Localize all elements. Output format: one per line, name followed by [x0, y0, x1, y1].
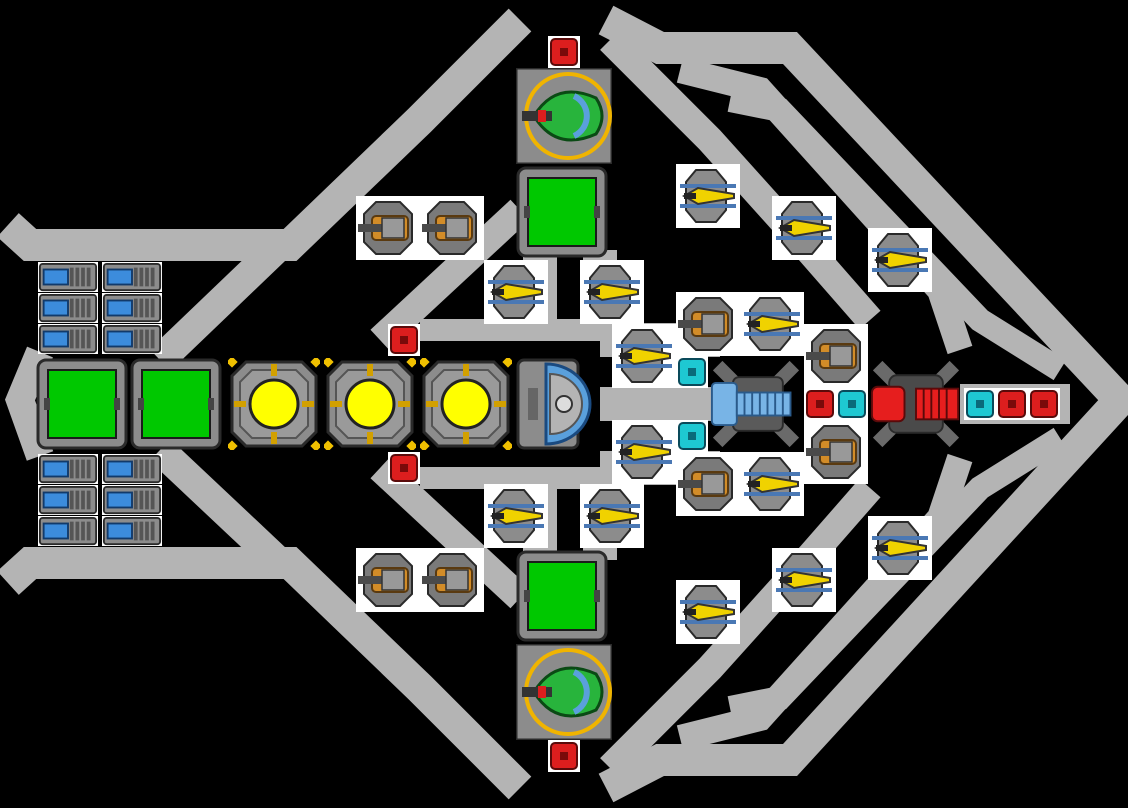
battery-icon[interactable]: [101, 324, 163, 354]
battery-icon[interactable]: [101, 293, 163, 323]
red-node-icon[interactable]: [996, 388, 1028, 420]
gun-turret-icon[interactable]: [676, 292, 740, 356]
battery-icon[interactable]: [37, 293, 99, 323]
gun-turret-icon[interactable]: [420, 548, 484, 612]
battery-icon[interactable]: [101, 454, 163, 484]
thruster-icon[interactable]: [772, 548, 836, 612]
cyan-node-icon[interactable]: [676, 420, 708, 452]
battery-bank-bottom: [37, 454, 163, 546]
thruster-icon[interactable]: [612, 324, 676, 388]
thruster-icon[interactable]: [484, 484, 548, 548]
gun-turret-icon[interactable]: [356, 548, 420, 612]
thruster-icon[interactable]: [740, 292, 804, 356]
battery-icon[interactable]: [37, 485, 99, 515]
red-drill-icon[interactable]: [872, 366, 958, 443]
green-turret-icon[interactable]: [516, 68, 612, 164]
gun-turret-icon[interactable]: [356, 196, 420, 260]
gun-turret-icon[interactable]: [804, 420, 868, 484]
storage-block-icon[interactable]: [130, 358, 222, 450]
reactor-icon[interactable]: [226, 356, 321, 451]
battery-icon[interactable]: [101, 516, 163, 546]
cyan-node-icon[interactable]: [964, 388, 996, 420]
blue-drill-icon[interactable]: [712, 366, 794, 443]
red-node-icon[interactable]: [1028, 388, 1060, 420]
storage-block-icon[interactable]: [516, 550, 608, 642]
thruster-icon[interactable]: [612, 420, 676, 484]
thruster-icon[interactable]: [740, 452, 804, 516]
thruster-icon[interactable]: [676, 164, 740, 228]
thruster-icon[interactable]: [868, 228, 932, 292]
core-dome-icon[interactable]: [516, 358, 592, 450]
reactor-icon[interactable]: [322, 356, 417, 451]
conduit-network: [0, 5, 1128, 803]
red-node-icon[interactable]: [548, 36, 580, 68]
battery-icon[interactable]: [101, 485, 163, 515]
green-turret-icon[interactable]: [516, 644, 612, 740]
battery-icon[interactable]: [101, 262, 163, 292]
reactor-row: [226, 356, 513, 451]
thruster-icon[interactable]: [676, 580, 740, 644]
red-node-icon[interactable]: [548, 740, 580, 772]
red-node-icon[interactable]: [804, 388, 836, 420]
thruster-icon[interactable]: [484, 260, 548, 324]
thruster-icon[interactable]: [772, 196, 836, 260]
cyan-node-icon[interactable]: [836, 388, 868, 420]
battery-icon[interactable]: [37, 262, 99, 292]
red-node-icon[interactable]: [388, 452, 420, 484]
gun-turret-icon[interactable]: [676, 452, 740, 516]
battery-icon[interactable]: [37, 324, 99, 354]
storage-block-icon[interactable]: [516, 166, 608, 258]
battery-icon[interactable]: [37, 454, 99, 484]
cyan-node-icon[interactable]: [676, 356, 708, 388]
gun-turret-icon[interactable]: [420, 196, 484, 260]
thruster-icon[interactable]: [868, 516, 932, 580]
storage-block-icon[interactable]: [36, 358, 128, 450]
thruster-icon[interactable]: [580, 484, 644, 548]
thruster-icon[interactable]: [580, 260, 644, 324]
gun-turret-icon[interactable]: [804, 324, 868, 388]
battery-bank-top: [37, 262, 163, 354]
reactor-icon[interactable]: [418, 356, 513, 451]
red-node-icon[interactable]: [388, 324, 420, 356]
battery-icon[interactable]: [37, 516, 99, 546]
